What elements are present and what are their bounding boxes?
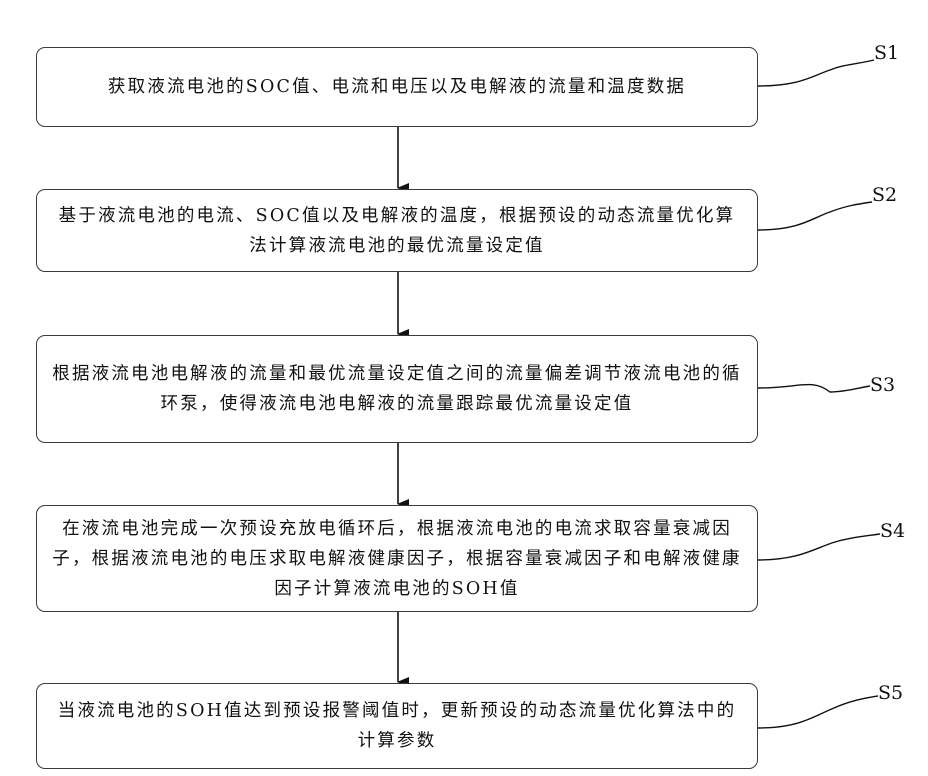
step-text-s4: 在液流电池完成一次预设充放电循环后，根据液流电池的电流求取容量衰减因子，根据液流… bbox=[49, 514, 745, 604]
leader-line-s5 bbox=[758, 696, 878, 728]
step-text-s2: 基于液流电池的电流、SOC值以及电解液的温度，根据预设的动态流量优化算法计算液流… bbox=[49, 201, 745, 261]
step-text-s1: 获取液流电池的SOC值、电流和电压以及电解液的流量和温度数据 bbox=[49, 72, 745, 102]
step-box-s5: 当液流电池的SOH值达到预设报警阈值时，更新预设的动态流量优化算法中的计算参数 bbox=[36, 683, 758, 769]
step-label-s1: S1 bbox=[874, 42, 899, 64]
step-label-s5: S5 bbox=[878, 682, 903, 704]
step-box-s3: 根据液流电池电解液的流量和最优流量设定值之间的流量偏差调节液流电池的循环泵，使得… bbox=[36, 335, 758, 443]
step-box-s2: 基于液流电池的电流、SOC值以及电解液的温度，根据预设的动态流量优化算法计算液流… bbox=[36, 189, 758, 272]
step-box-s4: 在液流电池完成一次预设充放电循环后，根据液流电池的电流求取容量衰减因子，根据液流… bbox=[36, 505, 758, 612]
step-box-s1: 获取液流电池的SOC值、电流和电压以及电解液的流量和温度数据 bbox=[36, 47, 758, 127]
leader-line-s3 bbox=[758, 385, 870, 392]
step-label-s4: S4 bbox=[880, 520, 905, 542]
step-text-s5: 当液流电池的SOH值达到预设报警阈值时，更新预设的动态流量优化算法中的计算参数 bbox=[49, 696, 745, 756]
leader-line-s2 bbox=[758, 202, 872, 230]
step-label-s2: S2 bbox=[872, 184, 897, 206]
step-label-s3: S3 bbox=[870, 374, 895, 396]
leader-line-s4 bbox=[758, 534, 880, 560]
step-text-s3: 根据液流电池电解液的流量和最优流量设定值之间的流量偏差调节液流电池的循环泵，使得… bbox=[49, 359, 745, 419]
leader-line-s1 bbox=[758, 60, 874, 86]
